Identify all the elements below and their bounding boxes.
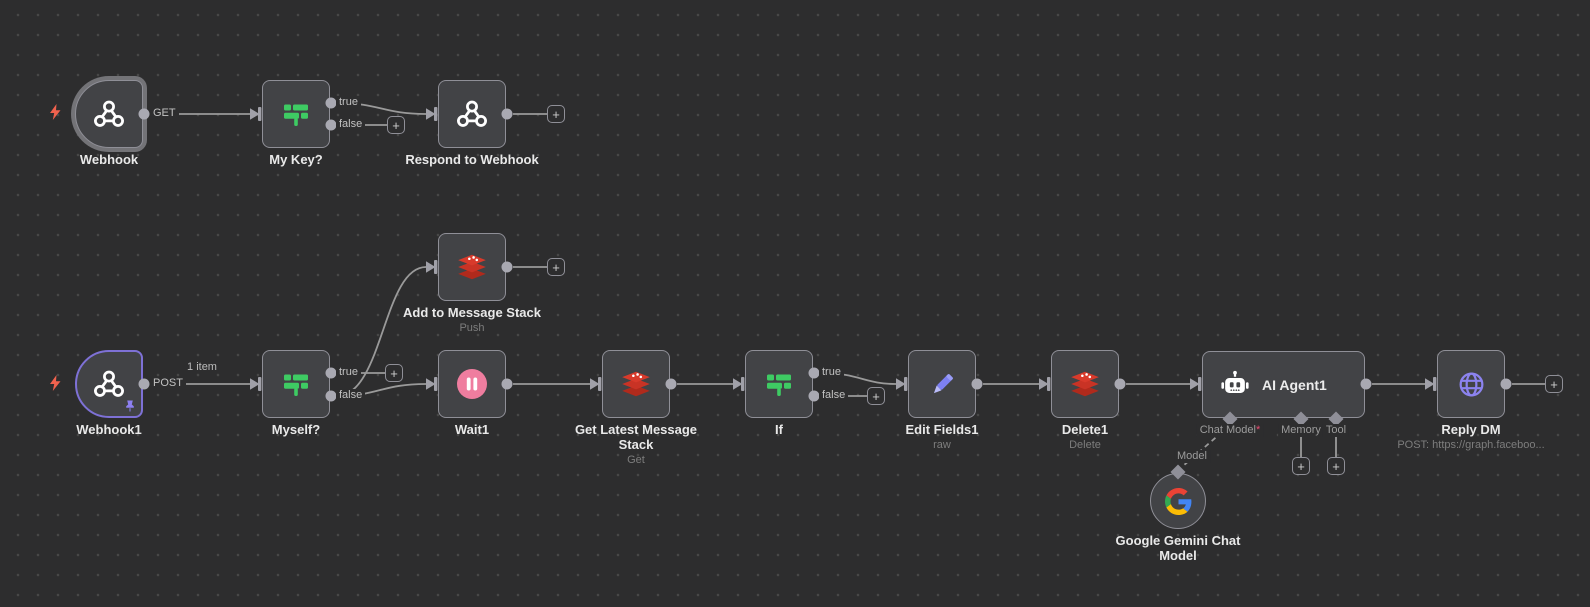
edge-label-true: true: [819, 366, 844, 379]
add-node-button[interactable]: +: [547, 258, 565, 276]
pencil-icon: [931, 373, 953, 395]
edge-label-true: true: [336, 366, 361, 379]
node-subtitle: Delete: [1069, 439, 1101, 451]
add-node-button[interactable]: +: [867, 387, 885, 405]
node-webhook-box[interactable]: [75, 80, 143, 148]
node-label: Webhook: [80, 152, 138, 167]
node-edit-fields1-box[interactable]: [908, 350, 976, 418]
node-wait1-box[interactable]: [438, 350, 506, 418]
node-title: AI Agent1: [1262, 376, 1327, 393]
globe-icon: [1459, 372, 1483, 396]
node-title: Delete1: [1061, 422, 1109, 437]
add-node-button-memory[interactable]: +: [1292, 457, 1310, 475]
google-g-icon: [1164, 487, 1191, 515]
redis-stack-icon: [1071, 371, 1099, 397]
node-title: Myself?: [271, 422, 321, 437]
node-title: If: [775, 422, 783, 437]
port-label-chat-model: Chat Model*: [1196, 424, 1264, 437]
node-myself-box[interactable]: [262, 350, 330, 418]
node-label: Reply DM POST: https://graph.faceboo...: [1397, 422, 1544, 452]
pushpin-icon: [126, 400, 134, 412]
signpost-switch-icon: [284, 104, 308, 126]
node-subtitle: Get: [627, 454, 645, 466]
node-label: If: [775, 422, 783, 437]
port-label-memory: Memory: [1278, 424, 1324, 437]
redis-stack-icon: [622, 371, 650, 397]
node-respond-to-webhook-box[interactable]: [438, 80, 506, 148]
node-title: Google Gemini Chat Model: [1115, 533, 1241, 563]
signpost-switch-icon: [284, 374, 308, 396]
node-get-latest-message-stack-box[interactable]: [602, 350, 670, 418]
node-title: Webhook1: [76, 422, 142, 437]
edge-label-false: false: [819, 389, 849, 402]
add-node-button[interactable]: +: [1545, 375, 1563, 393]
port-label-tool: Tool: [1322, 424, 1350, 437]
add-node-button-tool[interactable]: +: [1327, 457, 1345, 475]
webhook-icon: [457, 100, 487, 127]
pause-icon: [457, 369, 487, 399]
node-label: Add to Message Stack Push: [403, 305, 541, 335]
node-my-key-box[interactable]: [262, 80, 330, 148]
node-title: Edit Fields1: [905, 422, 979, 437]
edge-label-post: POST: [150, 377, 186, 390]
node-title: Wait1: [454, 422, 490, 437]
node-label: Respond to Webhook: [405, 152, 538, 167]
node-reply-dm-box[interactable]: [1437, 350, 1505, 418]
chat-model-text: Chat Model: [1199, 424, 1256, 436]
node-webhook1-box[interactable]: [75, 350, 143, 418]
node-title: Respond to Webhook: [405, 152, 539, 167]
node-label: Webhook1: [76, 422, 142, 437]
node-google-gemini-chat-model-box[interactable]: [1150, 473, 1206, 529]
required-asterisk: *: [1255, 424, 1261, 436]
node-subtitle: raw: [933, 439, 951, 451]
node-if-box[interactable]: [745, 350, 813, 418]
add-node-button[interactable]: +: [387, 116, 405, 134]
redis-stack-icon: [458, 254, 486, 280]
node-subtitle: Push: [459, 322, 485, 334]
node-title: My Key?: [269, 152, 323, 167]
add-node-button[interactable]: +: [385, 364, 403, 382]
node-title: Get Latest Message Stack: [574, 422, 698, 452]
edge-label-true: true: [336, 96, 361, 109]
signpost-switch-icon: [767, 374, 791, 396]
edge-label-one-item: 1 item: [187, 361, 217, 373]
node-title: Add to Message Stack: [403, 305, 541, 320]
edge-label-false: false: [336, 118, 366, 131]
add-node-button[interactable]: +: [547, 105, 565, 123]
node-title: Reply DM: [1441, 422, 1501, 437]
webhook-icon: [94, 370, 124, 397]
node-delete1-box[interactable]: [1051, 350, 1119, 418]
node-label: My Key?: [269, 152, 322, 167]
node-label: Wait1: [455, 422, 489, 437]
edge-label-get: GET: [150, 107, 179, 120]
port-label-model: Model: [1174, 450, 1210, 463]
node-add-to-message-stack-box[interactable]: [438, 233, 506, 301]
node-label: Edit Fields1 raw: [906, 422, 979, 452]
webhook-icon: [94, 100, 124, 127]
node-label: Get Latest Message Stack Get: [569, 422, 703, 467]
node-label: Myself?: [272, 422, 320, 437]
node-ai-agent1-box[interactable]: AI Agent1: [1202, 351, 1365, 418]
node-label: Delete1 Delete: [1062, 422, 1108, 452]
edge-label-false: false: [336, 389, 366, 402]
robot-icon: [1221, 370, 1249, 393]
node-label: Google Gemini Chat Model: [1103, 533, 1253, 563]
node-subtitle: POST: https://graph.faceboo...: [1397, 439, 1545, 451]
node-title: Webhook: [79, 152, 139, 167]
